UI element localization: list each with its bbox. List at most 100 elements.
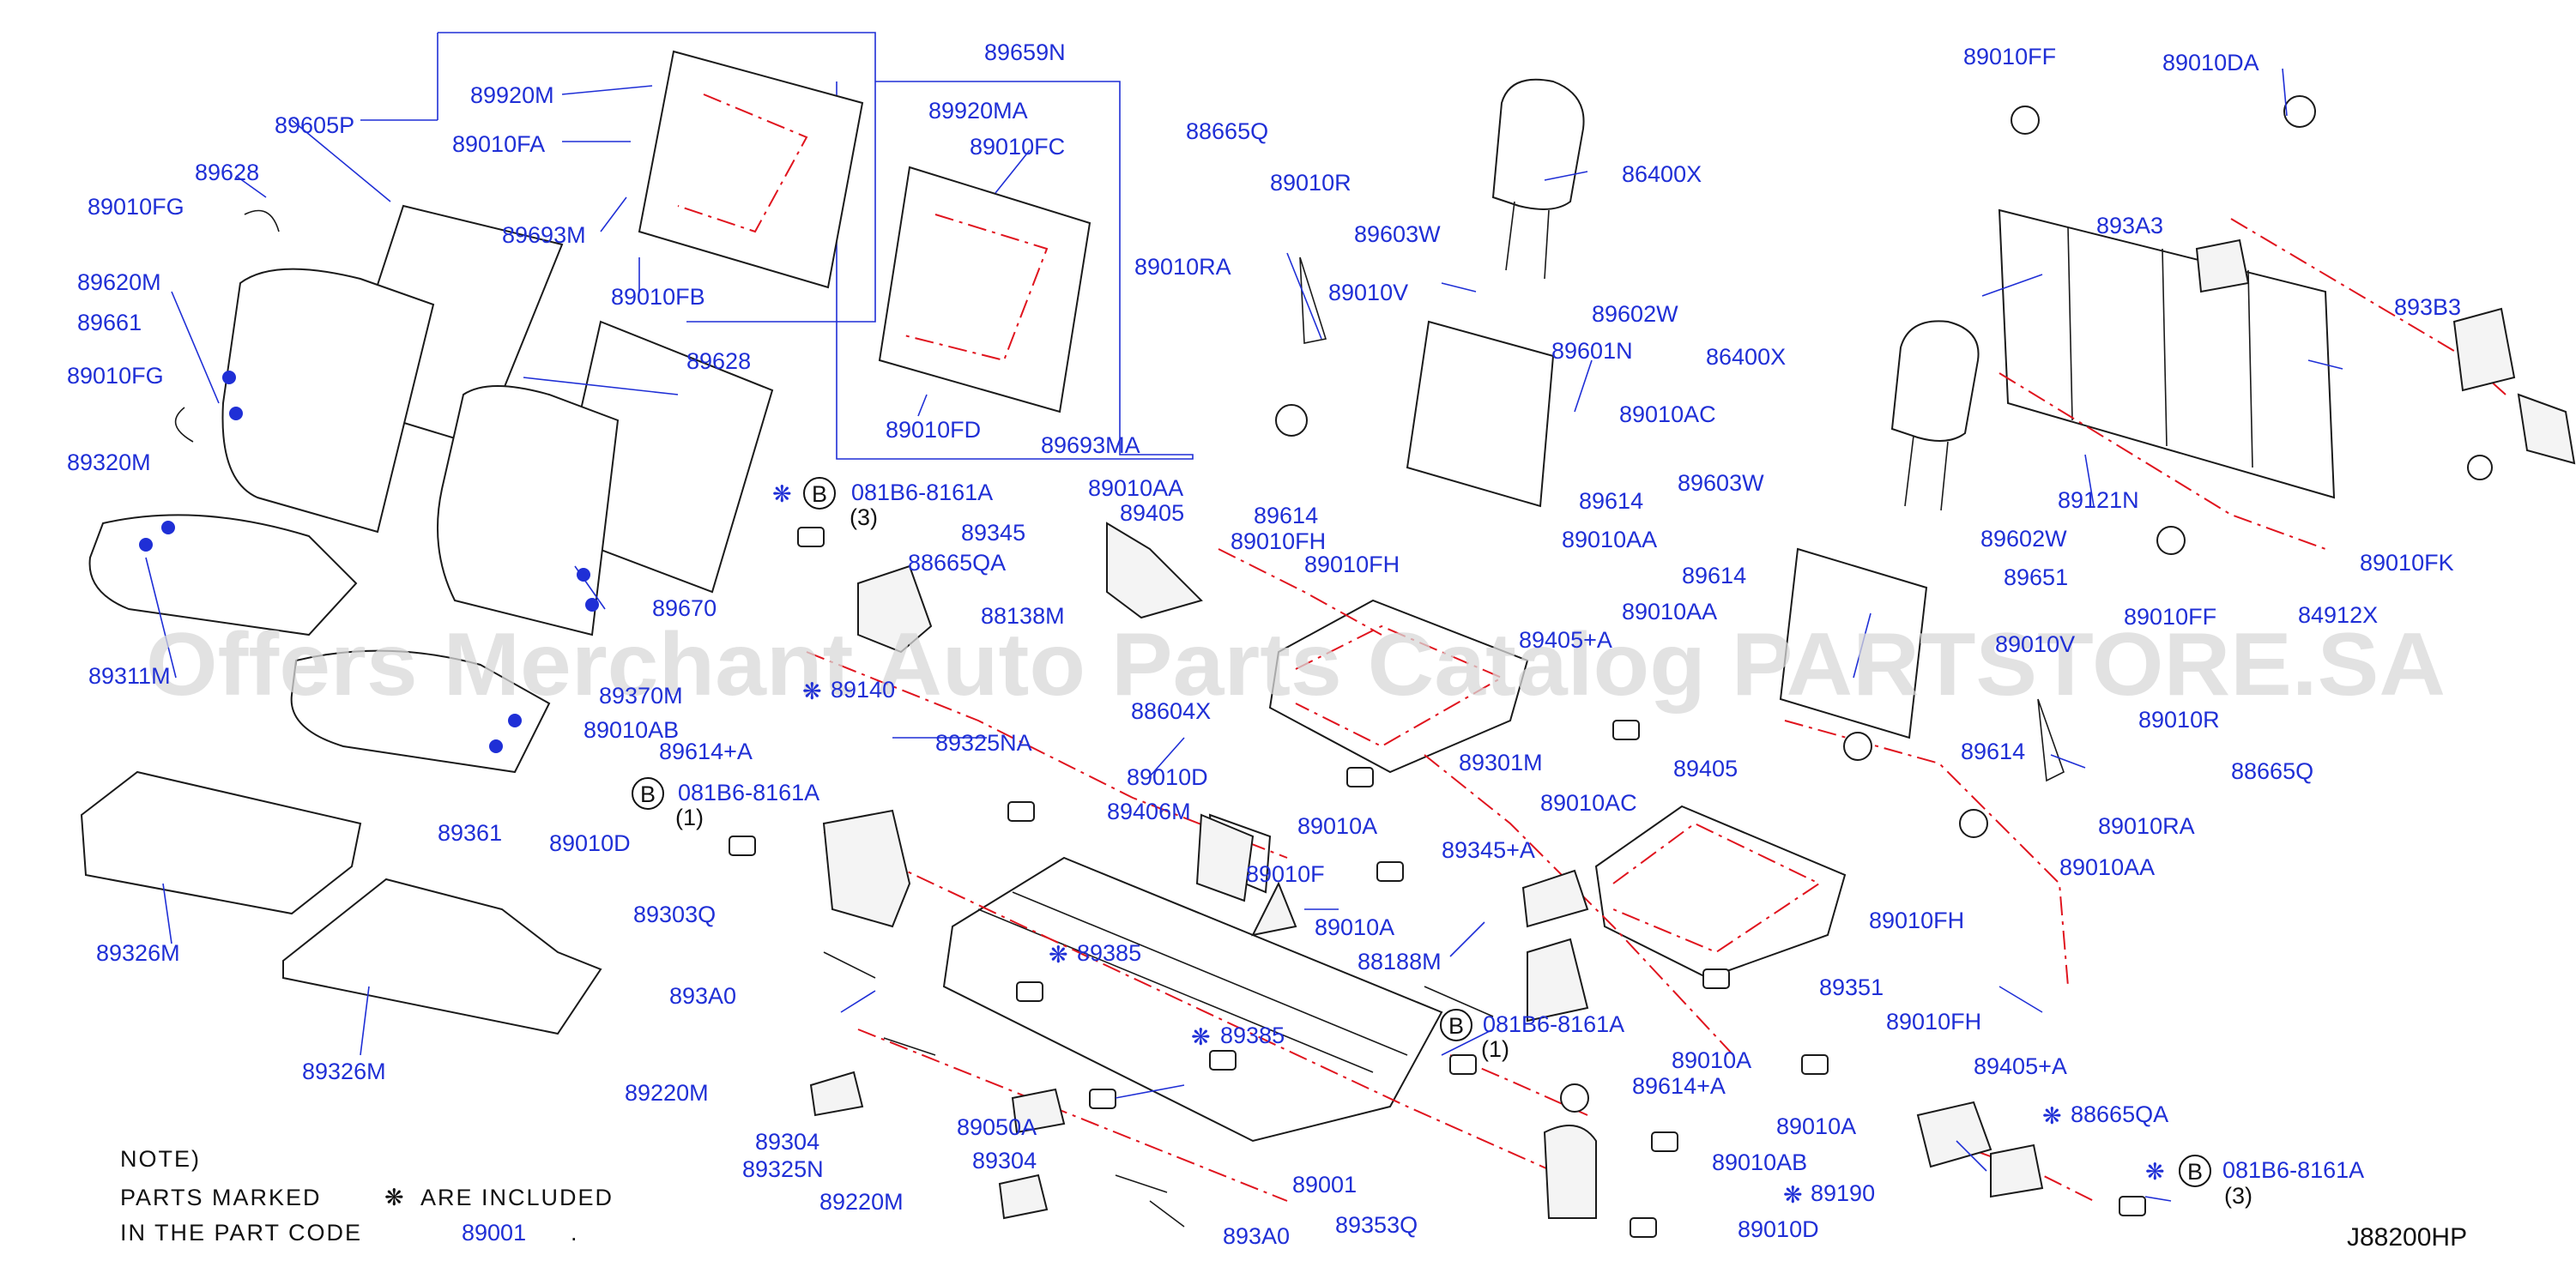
label-893B3[interactable]: 893B3 [2394,294,2461,320]
label-89010FC[interactable]: 89010FC [970,134,1065,160]
note-part-code[interactable]: 89001 [462,1220,526,1246]
label-88665QA-right[interactable]: 88665QA [2071,1101,2168,1127]
label-89010FA[interactable]: 89010FA [452,131,545,157]
label-89614-c2[interactable]: 89614 [1579,488,1643,514]
label-89010AC-top[interactable]: 89010AC [1619,401,1716,427]
label-89602W-right[interactable]: 89602W [1980,526,2067,552]
label-89010A-right[interactable]: 89010A [1672,1047,1751,1073]
label-893A0-left[interactable]: 893A0 [669,983,736,1009]
label-89010AC-right[interactable]: 89010AC [1540,790,1637,816]
label-89614-right[interactable]: 89614 [1682,563,1746,588]
label-89345[interactable]: 89345 [961,520,1025,546]
label-89602W-top[interactable]: 89602W [1592,301,1678,327]
label-89010FG-mid[interactable]: 89010FG [67,363,164,389]
label-89220M-left[interactable]: 89220M [625,1080,709,1106]
label-89010F[interactable]: 89010F [1246,861,1325,887]
label-89220M-center[interactable]: 89220M [819,1189,904,1215]
label-89361[interactable]: 89361 [438,820,502,846]
label-89010FK[interactable]: 89010FK [2360,550,2454,576]
label-89351[interactable]: 89351 [1819,974,1884,1000]
label-89010D-left[interactable]: 89010D [549,830,631,856]
label-89326M-b[interactable]: 89326M [302,1059,386,1084]
label-89311M[interactable]: 89311M [88,663,171,689]
label-89010FH-right-2[interactable]: 89010FH [1886,1009,1981,1035]
label-89659N[interactable]: 89659N [984,39,1066,65]
label-89010AB-left[interactable]: 89010AB [584,717,679,743]
label-89614A-left[interactable]: 89614+A [659,739,753,764]
label-89353Q[interactable]: 89353Q [1335,1212,1418,1238]
label-89010AA-right-2[interactable]: 89010AA [2059,854,2155,880]
label-89010FF-top[interactable]: 89010FF [1963,44,2056,69]
label-89385-a[interactable]: 89385 [1077,940,1141,966]
label-081B6-8161A-d[interactable]: 081B6-8161A [2222,1157,2364,1183]
label-89603W-right[interactable]: 89603W [1678,470,1764,496]
label-893A3[interactable]: 893A3 [2096,213,2163,238]
label-89010FH-c2[interactable]: 89010FH [1304,552,1400,577]
label-86400X-right[interactable]: 86400X [1706,344,1786,370]
label-893A0-center[interactable]: 893A0 [1223,1223,1290,1249]
label-86400X-top[interactable]: 86400X [1622,161,1702,187]
label-89010R-right[interactable]: 89010R [2138,707,2220,733]
label-89651[interactable]: 89651 [2004,564,2068,590]
label-081B6-8161A-c[interactable]: 081B6-8161A [1483,1011,1624,1037]
label-89301M[interactable]: 89301M [1459,750,1543,775]
label-89010DA[interactable]: 89010DA [2162,50,2259,75]
label-89326M-a[interactable]: 89326M [96,940,180,966]
label-89405-center[interactable]: 89405 [1120,500,1184,526]
label-89603W-top[interactable]: 89603W [1354,221,1441,247]
label-89303Q[interactable]: 89303Q [633,902,716,927]
label-89405A-center[interactable]: 89405+A [1519,627,1612,653]
label-89620M[interactable]: 89620M [77,269,161,295]
label-89121N[interactable]: 89121N [2058,487,2139,513]
label-89325N[interactable]: 89325N [742,1156,824,1182]
label-89693MA[interactable]: 89693MA [1041,432,1140,458]
label-89614-c1[interactable]: 89614 [1254,503,1318,528]
label-89614-right-2[interactable]: 89614 [1961,739,2025,764]
label-89614A-center[interactable]: 89614+A [1632,1073,1726,1099]
label-89345A[interactable]: 89345+A [1442,837,1535,863]
label-89320M[interactable]: 89320M [67,449,151,475]
label-89010V-top[interactable]: 89010V [1328,280,1408,305]
label-89405-right[interactable]: 89405 [1673,756,1738,781]
label-081B6-8161A-b[interactable]: 081B6-8161A [678,780,819,805]
label-89405A-right[interactable]: 89405+A [1974,1053,2067,1079]
label-89304-left[interactable]: 89304 [755,1129,819,1155]
label-89010RA-top[interactable]: 89010RA [1134,254,1231,280]
label-89010AA-center[interactable]: 89010AA [1088,475,1183,501]
label-84912X[interactable]: 84912X [2298,602,2378,628]
label-88188M[interactable]: 88188M [1358,949,1442,974]
label-89628-top[interactable]: 89628 [195,160,259,185]
label-89406M[interactable]: 89406M [1107,799,1191,824]
label-89010A-right-2[interactable]: 89010A [1776,1113,1856,1139]
label-89661[interactable]: 89661 [77,310,142,335]
label-89010FF-bottom[interactable]: 89010FF [2124,604,2216,630]
label-89010AB-center[interactable]: 89010AB [1712,1149,1807,1175]
label-89050A[interactable]: 89050A [957,1114,1037,1140]
label-89605P[interactable]: 89605P [275,112,354,138]
label-89010AA-right[interactable]: 89010AA [1622,599,1717,624]
label-89693M[interactable]: 89693M [502,222,586,248]
label-89010V-right[interactable]: 89010V [1995,631,2075,657]
label-89010FD[interactable]: 89010FD [886,417,981,443]
label-88138M[interactable]: 88138M [981,603,1065,629]
label-88604X[interactable]: 88604X [1131,698,1211,724]
label-89010D-center[interactable]: 89010D [1127,764,1208,790]
label-89010RA-right[interactable]: 89010RA [2098,813,2195,839]
label-89010A-center-1[interactable]: 89010A [1297,813,1377,839]
label-89140[interactable]: 89140 [831,677,895,703]
label-89010FB[interactable]: 89010FB [611,284,705,310]
label-88665QA[interactable]: 88665QA [908,550,1006,576]
label-89304-center[interactable]: 89304 [972,1148,1037,1173]
label-89010AA-c2[interactable]: 89010AA [1562,527,1657,552]
label-081B6-8161A-a[interactable]: 081B6-8161A [851,480,993,505]
label-89010FH-c1[interactable]: 89010FH [1231,528,1326,554]
label-89385-b[interactable]: 89385 [1220,1023,1285,1048]
label-89010FG-top[interactable]: 89010FG [88,194,184,220]
label-89370M[interactable]: 89370M [599,683,683,709]
label-88665Q-right[interactable]: 88665Q [2231,758,2313,784]
label-89920MA[interactable]: 89920MA [928,98,1028,124]
label-89010A-center-2[interactable]: 89010A [1315,914,1394,940]
label-89010D-bottom[interactable]: 89010D [1738,1216,1819,1242]
label-89628-mid[interactable]: 89628 [686,348,751,374]
label-89601N[interactable]: 89601N [1551,338,1633,364]
